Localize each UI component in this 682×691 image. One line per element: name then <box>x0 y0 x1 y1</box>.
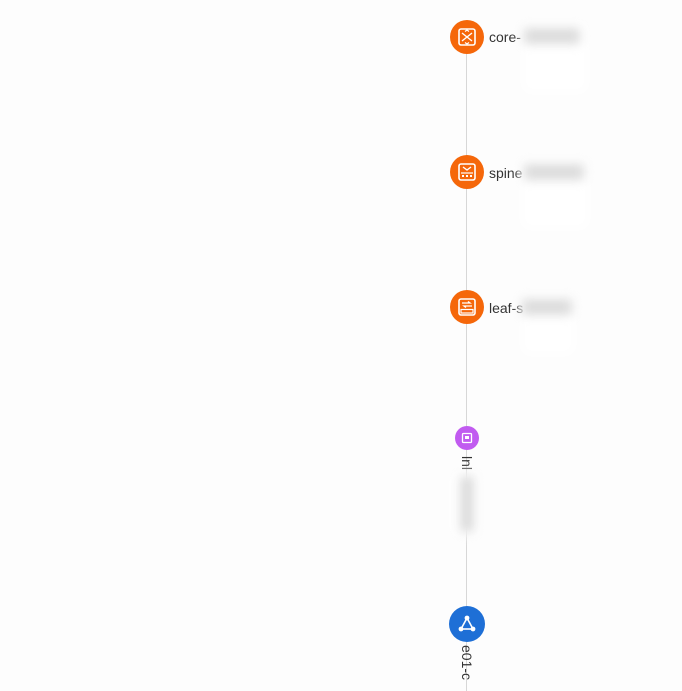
leaf-switch-label: leaf-s <box>489 300 524 316</box>
leaf-switch-node[interactable] <box>450 290 484 324</box>
leaf-switch-icon <box>458 298 476 316</box>
spine-switch-icon <box>458 163 476 181</box>
network-hub-node[interactable] <box>449 606 485 642</box>
core-switch-label: core- <box>489 29 521 45</box>
redacted-text <box>524 28 580 44</box>
redacted-text <box>522 299 572 315</box>
core-switch-node[interactable] <box>450 20 484 54</box>
redacted-text <box>524 164 584 180</box>
network-hub-label: e01-c <box>459 645 475 681</box>
port-icon <box>461 432 473 444</box>
spine-switch-node[interactable] <box>450 155 484 189</box>
spine-switch-label: spine <box>489 165 523 181</box>
port-label: lnl <box>459 456 475 471</box>
core-switch-icon <box>458 28 476 46</box>
redacted-text <box>460 476 474 532</box>
network-triangle-icon <box>458 615 476 632</box>
port-node[interactable] <box>455 426 479 450</box>
topology-link-line <box>466 37 467 691</box>
